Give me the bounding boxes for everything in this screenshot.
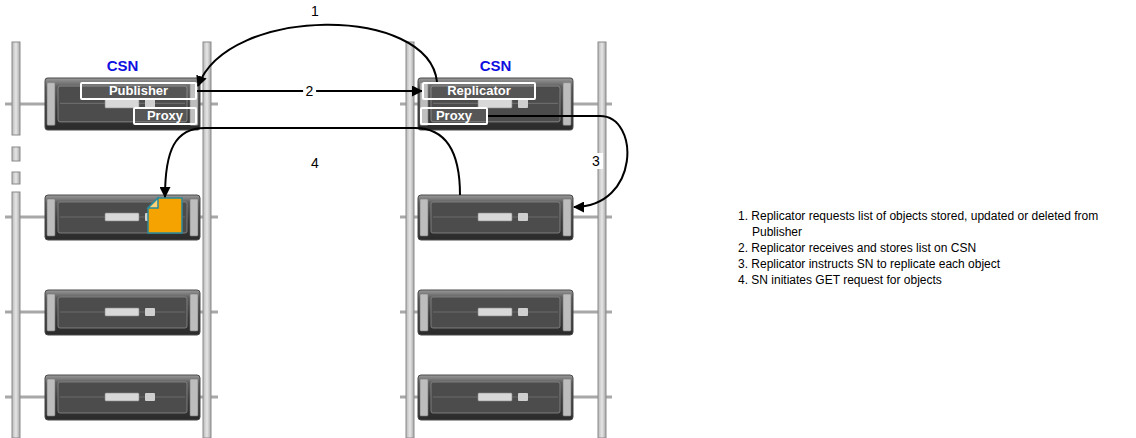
service-box: Proxy (420, 107, 488, 125)
service-name: Proxy (436, 109, 472, 123)
step-note: 1. Replicator requests list of objects s… (738, 208, 1118, 240)
content-server: CSNPublisherProxy (45, 78, 200, 130)
storage-node (45, 195, 200, 240)
document-icon (148, 198, 182, 233)
callout-number: 4 (308, 155, 322, 171)
step-note: 4. SN initiates GET request for objects (738, 272, 1118, 288)
content-server: CSNReplicatorProxy (418, 78, 573, 130)
service-name: Replicator (447, 84, 511, 98)
callout-number: 1 (308, 3, 322, 19)
service-box: Proxy (133, 107, 197, 125)
service-box: Replicator (422, 82, 536, 100)
service-name: Proxy (147, 109, 183, 123)
step-note: 3. Replicator instructs SN to replicate … (738, 256, 1118, 272)
server-heading: CSN (418, 57, 573, 75)
flow-arrow (165, 128, 460, 197)
storage-node (418, 195, 573, 240)
service-box: Publisher (80, 82, 197, 100)
callout-number: 3 (589, 153, 603, 169)
server-heading: CSN (45, 57, 200, 75)
step-note: 2. Replicator receives and stores list o… (738, 240, 1118, 256)
flow-arrow (198, 25, 437, 86)
service-name: Publisher (109, 84, 168, 98)
flow-arrow (488, 116, 627, 207)
callout-number: 2 (303, 83, 317, 99)
